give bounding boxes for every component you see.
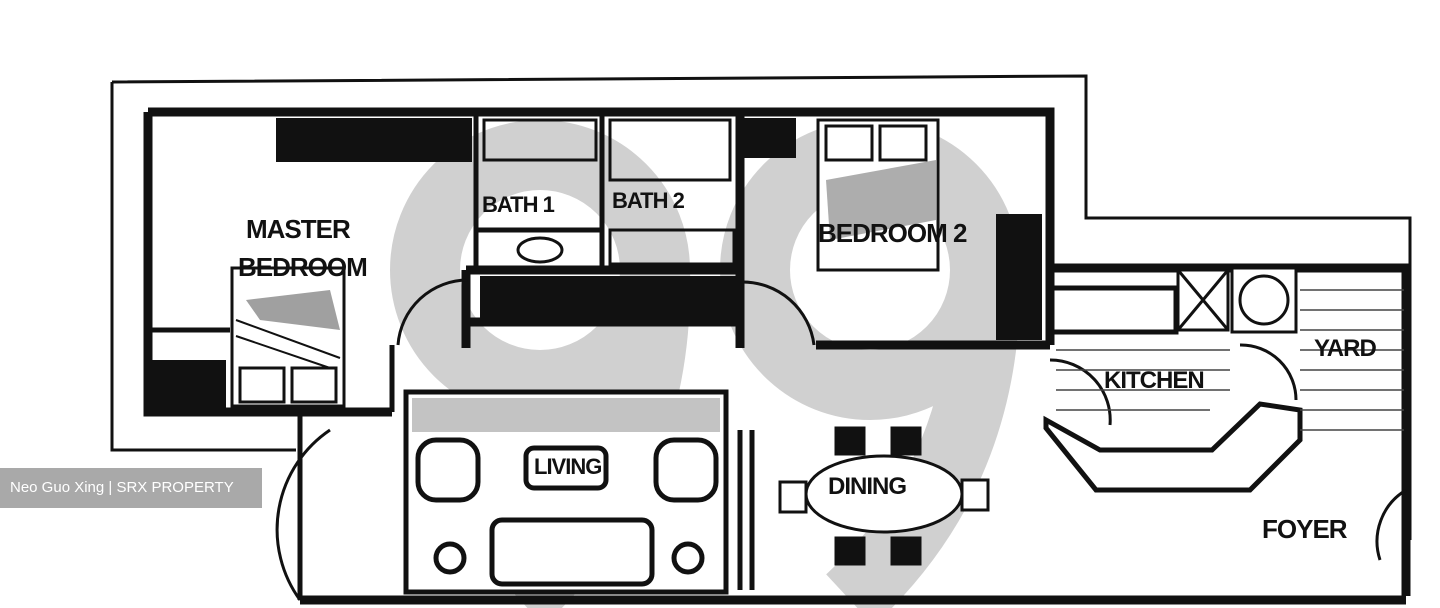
partitions	[150, 112, 755, 600]
washer-and-sink	[1176, 266, 1298, 334]
kitchen-counter	[1043, 285, 1303, 493]
master-bed	[230, 266, 346, 408]
bath-1-label: BATH 1	[482, 192, 555, 217]
bath-2-label: BATH 2	[612, 188, 685, 213]
dining-set	[778, 426, 990, 566]
door-swings	[275, 278, 1407, 601]
living-label: LIVING	[534, 454, 601, 479]
dining-label: DINING	[828, 473, 906, 500]
kitchen-hatching	[1056, 289, 1404, 431]
utility-blocks	[150, 118, 1042, 410]
master-bedroom-label-line1: MASTER	[246, 214, 351, 244]
master-bed-shading	[246, 290, 340, 330]
bedroom-2-label: BEDROOM 2	[818, 218, 967, 248]
bath-fixtures	[482, 118, 736, 266]
bedroom-2-shading	[826, 160, 936, 240]
yard-label: YARD	[1314, 335, 1376, 362]
walls	[143, 107, 1411, 605]
foyer-label: FOYER	[1262, 514, 1348, 544]
kitchen-label: KITCHEN	[1104, 367, 1204, 394]
watermark-credit: Neo Guo Xing | SRX PROPERTY	[0, 468, 262, 508]
living-shading	[412, 398, 720, 432]
master-bedroom-label-line2: BEDROOM	[238, 252, 367, 282]
